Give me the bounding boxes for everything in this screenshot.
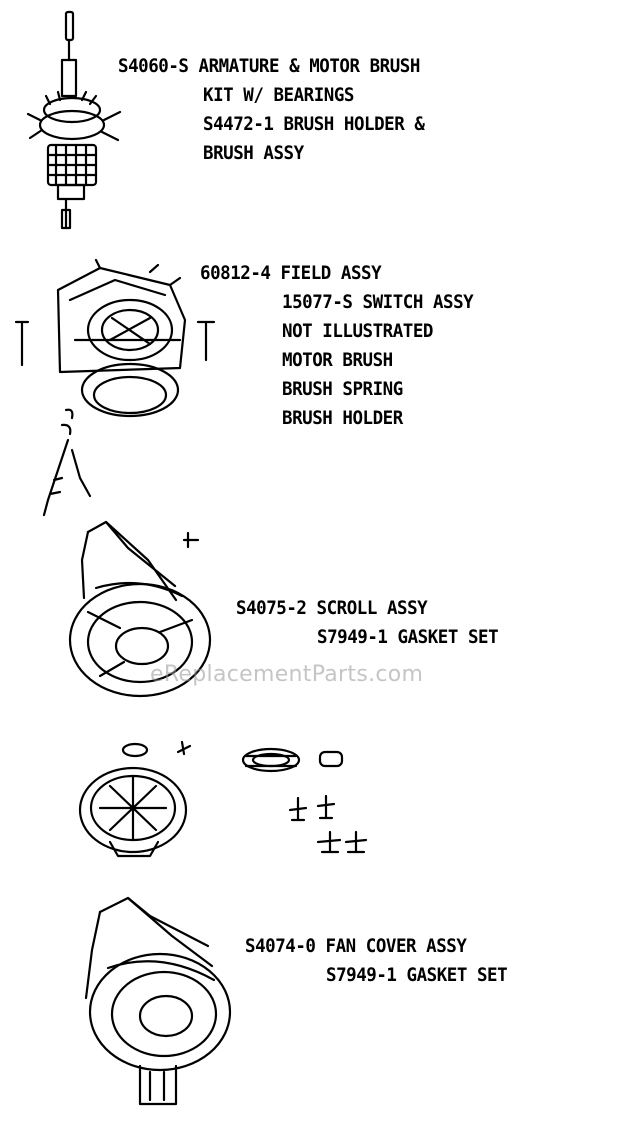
field-assy-drawing — [14, 258, 216, 517]
label-scroll-assy: S4075-2 SCROLL ASSY — [236, 597, 428, 619]
label-brush-holder-cont: BRUSH ASSY — [203, 142, 304, 164]
label-gasket-set-1: S7949-1 GASKET SET — [317, 626, 499, 648]
label-fan-cover-assy: S4074-0 FAN COVER ASSY — [245, 935, 467, 957]
scroll-assy-drawing — [68, 520, 212, 698]
fan-cover-drawing — [84, 896, 232, 1106]
label-gasket-set-2: S7949-1 GASKET SET — [326, 964, 508, 986]
label-brush-holder-2: BRUSH HOLDER — [282, 407, 403, 429]
label-field-assy: 60812-4 FIELD ASSY — [200, 262, 382, 284]
label-armature-kit-cont: KIT W/ BEARINGS — [203, 84, 354, 106]
label-not-illustrated: NOT ILLUSTRATED — [282, 320, 433, 342]
armature-drawing — [26, 10, 122, 230]
fan-hardware-drawing — [78, 740, 368, 858]
label-armature-kit: S4060-S ARMATURE & MOTOR BRUSH — [118, 55, 420, 77]
label-switch-assy: 15077-S SWITCH ASSY — [282, 291, 474, 313]
label-brush-spring: BRUSH SPRING — [282, 378, 403, 400]
label-motor-brush: MOTOR BRUSH — [282, 349, 393, 371]
watermark: eReplacementParts.com — [150, 662, 424, 687]
label-brush-holder: S4472-1 BRUSH HOLDER & — [203, 113, 425, 135]
